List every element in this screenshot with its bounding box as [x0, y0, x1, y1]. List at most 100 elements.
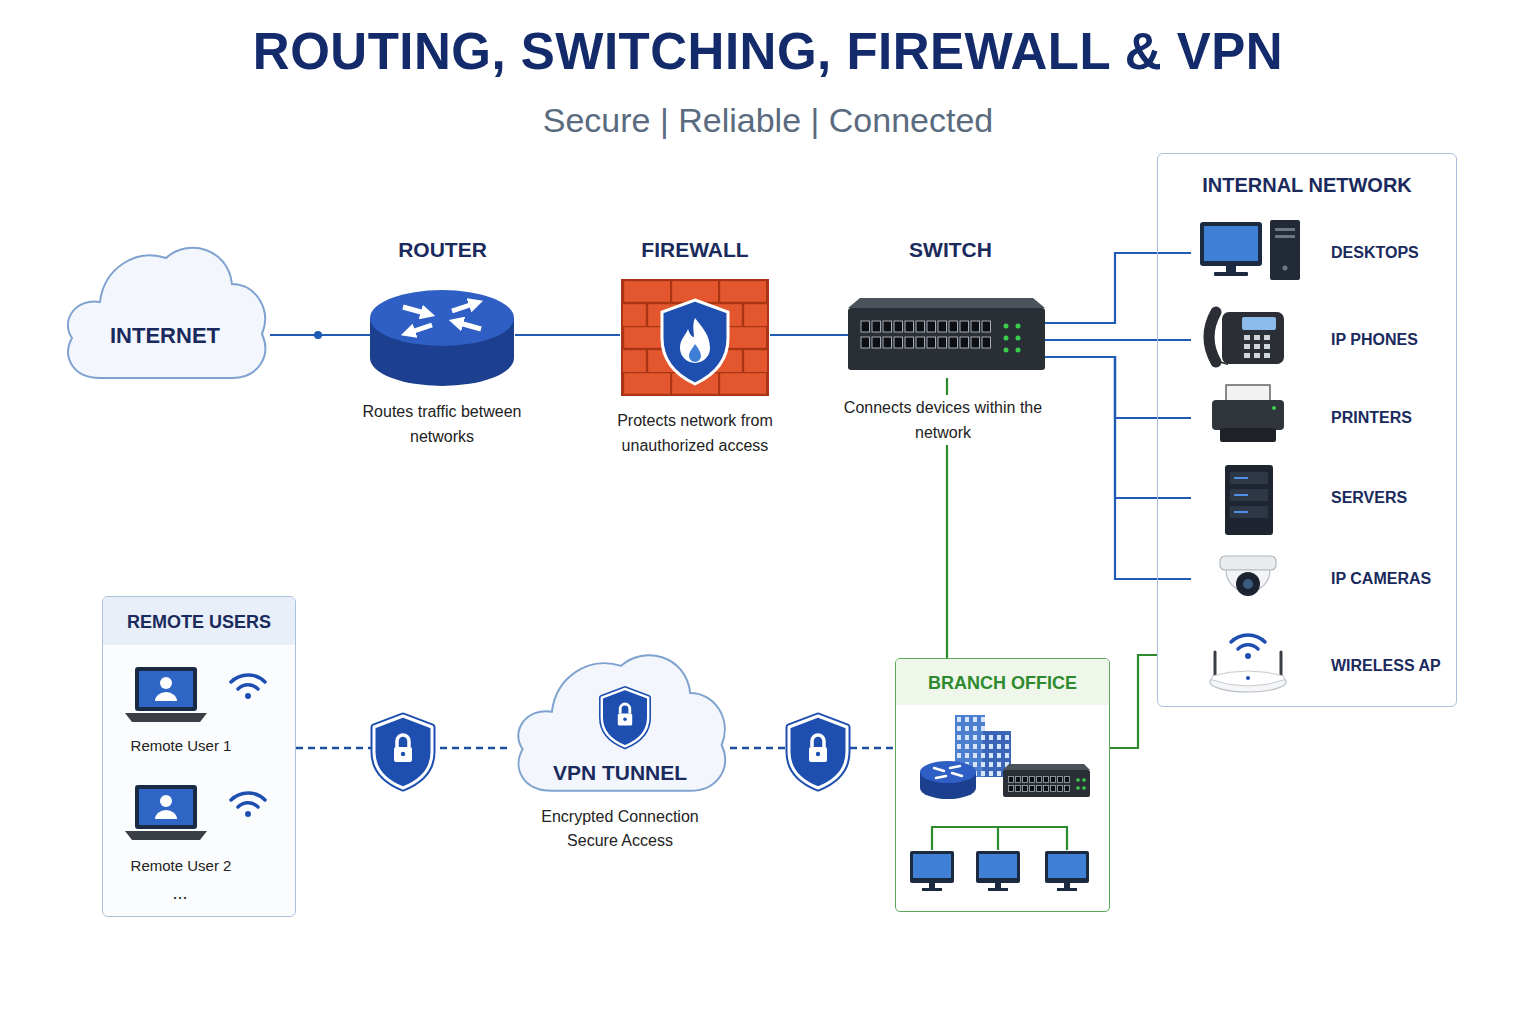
node-heading: INTERNET: [60, 321, 270, 351]
branch-icons-part: [920, 772, 976, 799]
router-icon-part: [370, 290, 514, 346]
ip-camera-icon-part: [1226, 570, 1270, 592]
device-item: PRINTERS: [1191, 388, 1451, 448]
branch-icons-part: [934, 766, 962, 778]
node-description: Routes traffic between networks: [347, 399, 537, 449]
vpn-tunnel-link: [296, 747, 510, 750]
ip-camera-icon: [1220, 556, 1276, 596]
internet-link-dot: [314, 331, 322, 339]
network-link: [270, 334, 370, 336]
switch-icon-part: [1004, 324, 1009, 329]
network-group-box: INTERNAL NETWORK DESKTOPS IP PHONES PRINTER…: [1157, 153, 1457, 707]
wireless-ap-icon: [1210, 635, 1286, 692]
wireless-ap-icon-part: [1246, 676, 1250, 680]
server-icon-part: [1230, 506, 1268, 518]
ip-phone-icon-part: [1244, 344, 1250, 349]
branch-office-box: BRANCH OFFICE: [895, 658, 1110, 912]
ip-phone-icon-part: [1242, 317, 1276, 330]
ip-phone-icon-part: [1207, 338, 1228, 364]
node-heading: INTERNAL NETWORK: [1158, 170, 1456, 200]
lock-shield-icon-part: [374, 716, 432, 788]
node-description: Encrypted Connection Secure Access: [525, 805, 715, 853]
device-item: IP CAMERAS: [1191, 549, 1451, 609]
remote-laptop-icon-part: [125, 785, 207, 840]
node-heading: IP CAMERAS: [1331, 549, 1431, 609]
desktop-icon-part: [1270, 220, 1300, 280]
wireless-ap-icon-part: [1214, 652, 1217, 675]
branch-icons: [910, 715, 1090, 891]
node-heading: SWITCH: [848, 235, 1053, 265]
remote-laptop-icon-part: [231, 675, 265, 699]
network-link: [1045, 253, 1191, 323]
node-heading: ROUTER: [330, 235, 555, 265]
node-heading: REMOTE USERS: [103, 597, 295, 645]
branch-icons-part: [1008, 776, 1071, 794]
switch-node: SWITCHConnects devices within the networ…: [848, 298, 1045, 378]
ip-camera-icon-part: [1220, 556, 1276, 570]
ip-phone-icon: [1207, 312, 1284, 364]
branch-icons-part: [1045, 851, 1089, 891]
printer-icon: [1212, 385, 1284, 442]
lock-shield-icon-part: [602, 689, 648, 747]
network-link: [1045, 339, 1191, 341]
node-heading: PRINTERS: [1331, 388, 1412, 448]
network-link: [1045, 357, 1191, 579]
desktop-icon: [1200, 220, 1300, 280]
switch-icon-part: [1016, 324, 1021, 329]
ip-phone-icon-part: [1244, 353, 1250, 358]
desktop-icon-part: [1283, 266, 1288, 271]
node-heading: Remote User 1: [116, 735, 246, 757]
server-icon-part: [1234, 477, 1248, 479]
printer-icon-part: [1226, 385, 1270, 403]
vpn-tunnel-link: [730, 747, 895, 750]
branch-icons-part: [955, 715, 985, 777]
server-icon: [1225, 465, 1273, 535]
ip-phone-icon-part: [1264, 344, 1270, 349]
node-heading: IP PHONES: [1331, 310, 1418, 370]
device-item: IP PHONES: [1191, 310, 1451, 370]
branch-icons-part: [1003, 770, 1090, 797]
firewall-icon-part: [622, 280, 768, 395]
cloud-outline: [60, 238, 270, 382]
server-icon-part: [1234, 511, 1248, 513]
network-link: [1110, 655, 1157, 748]
remote-laptop-icon: [125, 667, 265, 840]
device-item: SERVERS: [1191, 468, 1451, 528]
remote-user-item: Remote User 1: [116, 656, 286, 761]
node-heading: FIREWALL: [580, 235, 810, 265]
ip-phone-icon-part: [1254, 353, 1260, 358]
node-description: Protects network from unauthorized acces…: [597, 408, 793, 458]
internet-cloud: INTERNET: [60, 238, 270, 382]
node-description: Connects devices within the network: [838, 395, 1048, 445]
network-link: [1045, 357, 1191, 418]
switch-icon: [848, 298, 1045, 370]
node-heading: SERVERS: [1331, 468, 1407, 528]
router-icon-part: [403, 307, 428, 314]
router-icon-part: [408, 325, 432, 333]
branch-icons-part: [1003, 764, 1090, 770]
branch-icons-part: [1082, 786, 1086, 790]
lock-shield-icon-part: [789, 716, 847, 788]
desktop-icon-part: [1214, 272, 1248, 276]
branch-icons-part: [955, 715, 985, 777]
network-link: [770, 334, 848, 336]
router-node: ROUTERRoutes traffic between networks: [370, 285, 515, 390]
internet-link-dot-part: [314, 331, 322, 339]
ip-phone-icon-part: [1254, 344, 1260, 349]
node-heading: DESKTOPS: [1331, 223, 1419, 283]
diagram-title: ROUTING, SWITCHING, FIREWALL & VPN: [0, 20, 1536, 84]
branch-icons-part: [983, 731, 1011, 777]
remote-users-box: REMOTE USERSRemote User 1Remote User 2: [102, 596, 296, 917]
server-icon-part: [1230, 472, 1268, 484]
node-heading: WIRELESS AP: [1331, 636, 1441, 696]
node-heading: VPN TUNNEL: [510, 759, 730, 787]
branch-icons-part: [1082, 778, 1086, 782]
lock-shield-icon: [374, 689, 847, 788]
wireless-ap-icon-part: [1280, 652, 1283, 675]
router-icon-part: [370, 318, 514, 386]
router-icon-part: [452, 303, 476, 311]
branch-icons-part: [1076, 778, 1080, 782]
node-heading: BRANCH OFFICE: [896, 659, 1109, 705]
switch-icon-part: [1016, 336, 1021, 341]
